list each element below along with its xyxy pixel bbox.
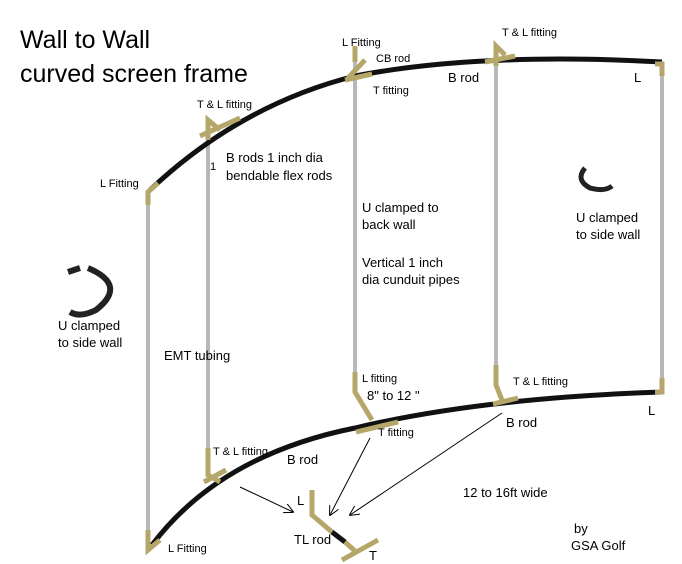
- tl-fitting-bottom-left: [202, 448, 228, 485]
- fittings: [145, 39, 665, 556]
- label-l-fitting-bottom: L Fitting: [168, 543, 207, 555]
- label-b-rods-desc-1: B rods 1 inch dia: [226, 150, 324, 165]
- credit-name: GSA Golf: [571, 538, 626, 553]
- t-fitting-bottom-center: [352, 372, 399, 435]
- label-tl-fitting-mid-right: T & L fitting: [513, 376, 568, 388]
- label-l-fitting-left: L Fitting: [100, 178, 139, 190]
- tl-rod-detail: [309, 490, 380, 563]
- l-fitting-top-left: [145, 181, 160, 205]
- l-fitting-bottom-right: [655, 378, 665, 395]
- l-fitting-top-right: [655, 61, 665, 76]
- label-u-side-left-2: to side wall: [58, 335, 122, 350]
- label-t-fitting-top: T fitting: [373, 85, 409, 97]
- vertical-pipes: [146, 52, 664, 540]
- label-l-fitting-mid: L fitting: [362, 373, 397, 385]
- u-clamp-left-icon: [67, 265, 114, 318]
- label-u-back-1: U clamped to: [362, 200, 439, 215]
- title-line-2: curved screen frame: [20, 60, 248, 88]
- bottom-b-rod: [150, 389, 663, 547]
- label-vertical-2: dia cunduit pipes: [362, 272, 460, 287]
- label-u-side-right-2: to side wall: [576, 227, 640, 242]
- label-u-back-2: back wall: [362, 217, 416, 232]
- label-l-bottom-right: L: [648, 403, 655, 418]
- l-fitting-top-center: [346, 46, 367, 80]
- title-line-1: Wall to Wall: [20, 26, 150, 54]
- label-b-rod-bottom: B rod: [287, 452, 318, 467]
- credit-by: by: [574, 521, 588, 536]
- label-gap: 8" to 12 ": [367, 388, 420, 403]
- label-emt: EMT tubing: [164, 348, 230, 363]
- label-tl-rod: TL rod: [294, 532, 331, 547]
- u-clamp-right-icon: [578, 166, 614, 193]
- label-tl-fitting-bottom-left: T & L fitting: [213, 446, 268, 458]
- tl-fitting-bottom-right: [492, 365, 519, 407]
- label-b-rod-top: B rod: [448, 70, 479, 85]
- arrows: [239, 412, 503, 515]
- label-vertical-1: Vertical 1 inch: [362, 255, 443, 270]
- label-tl-fitting-top-left: T & L fitting: [197, 99, 252, 111]
- label-tl-l: L: [297, 493, 304, 508]
- label-b-rods-desc-2: bendable flex rods: [226, 168, 333, 183]
- label-width: 12 to 16ft wide: [463, 485, 548, 500]
- label-l-top-right: L: [634, 70, 641, 85]
- label-b-rod-bottom-right: B rod: [506, 415, 537, 430]
- l-fitting-bottom-left: [145, 530, 162, 556]
- label-t-fitting-bottom: T fitting: [378, 427, 414, 439]
- tl-fitting-top: [198, 114, 242, 140]
- label-u-side-left-1: U clamped: [58, 318, 120, 333]
- label-cb-rod: CB rod: [376, 53, 410, 65]
- label-tl-fitting-top-right: T & L fitting: [502, 27, 557, 39]
- label-u-side-right-1: U clamped: [576, 210, 638, 225]
- t-fitting-top-center: [344, 71, 373, 83]
- label-l-fitting-top: L Fitting: [342, 37, 381, 49]
- label-one: 1: [210, 161, 216, 173]
- tl-fitting-top-right: [484, 39, 516, 66]
- label-tl-t: T: [369, 548, 377, 563]
